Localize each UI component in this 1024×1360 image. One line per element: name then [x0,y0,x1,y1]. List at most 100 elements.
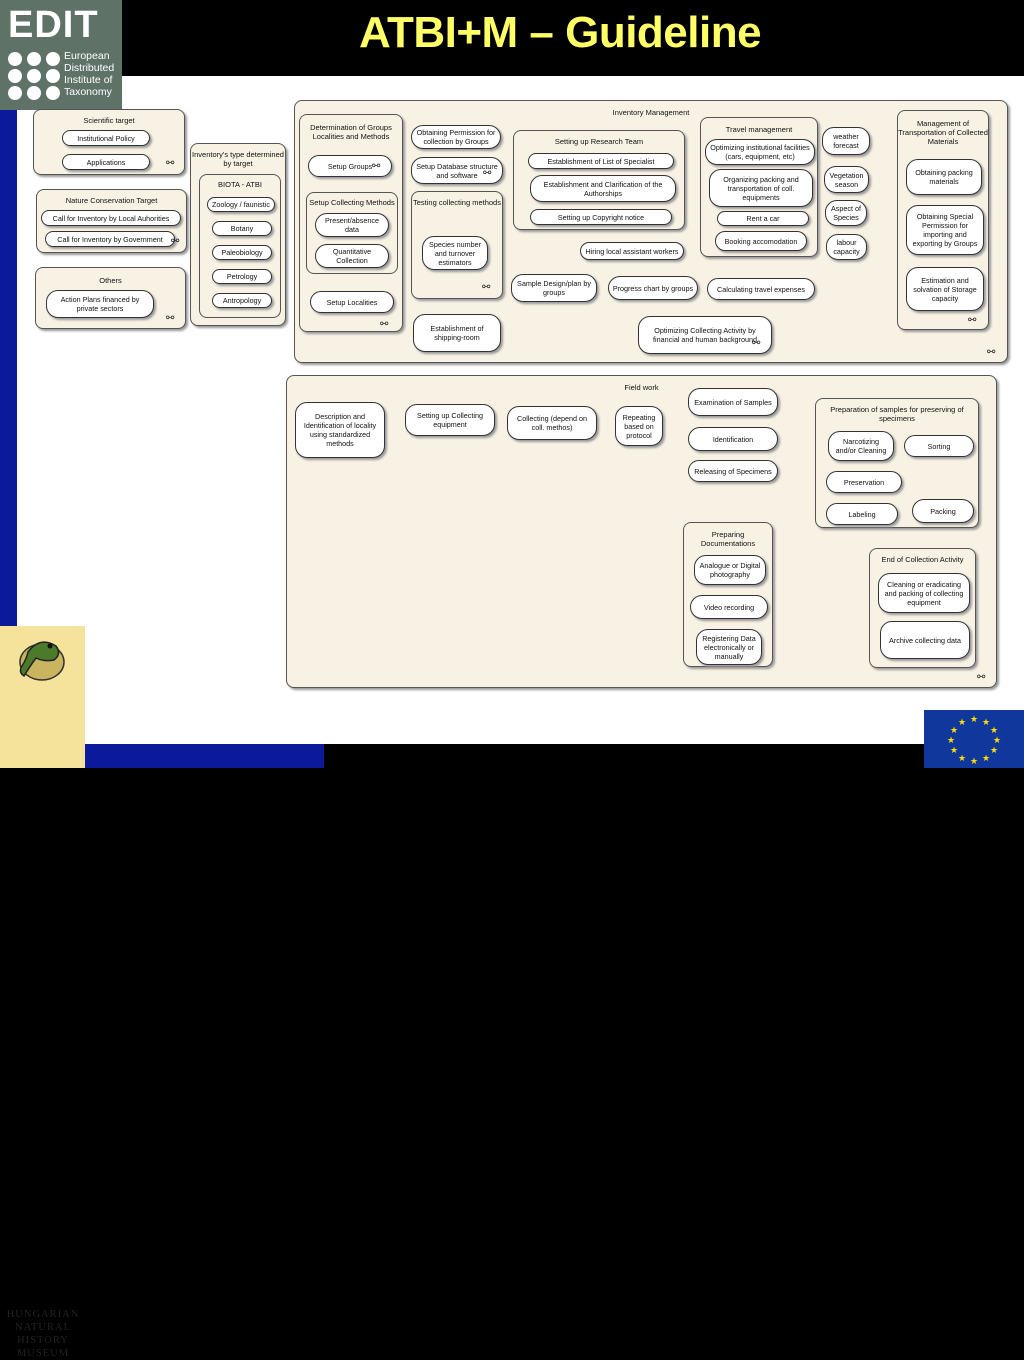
use-case-copyright-notice[interactable]: Setting up Copyright notice [530,209,672,225]
title-bar [0,0,1024,76]
use-case-registering-data[interactable]: Registering Data electronically or manua… [696,629,762,665]
use-case-antropology[interactable]: Antropology [212,293,272,308]
use-case-preservation[interactable]: Preservation [826,471,902,493]
package-determination-groups: Determination of Groups Localities and M… [299,114,403,332]
logo-dot [8,52,22,66]
use-case-photography[interactable]: Analogue or Digital photography [694,555,766,585]
use-case-institutional-policy[interactable]: Institutional Policy [62,130,150,146]
use-case-applications[interactable]: Applications [62,154,150,170]
edit-logo-word: EDIT [8,4,99,46]
use-case-paleobiology[interactable]: Paleobiology [212,245,272,260]
use-case-packing-materials[interactable]: Obtaining packing materials [906,159,982,195]
package-scientific-target: Scientific target Institutional Policy A… [33,109,185,175]
use-case-storage-capacity[interactable]: Estimation and solvation of Storage capa… [906,267,984,311]
use-case-labeling[interactable]: Labeling [826,503,898,525]
use-case-packing[interactable]: Packing [912,499,974,523]
use-case-cleaning-equipment[interactable]: Cleaning or eradicating and packing of c… [878,573,970,613]
package-preparation: Preparation of samples for preserving of… [815,398,979,528]
link-icon: ⚯ [380,319,389,330]
use-case-narcotizing[interactable]: Narcotizing and/or Cleaning [828,431,894,461]
use-case-optimizing-activity[interactable]: Optimizing Collecting Activity by financ… [638,316,772,354]
use-case-sorting[interactable]: Sorting [904,435,974,457]
package-inventory-type: Inventory's type determined by target BI… [190,143,286,326]
link-icon: ⚯ [171,236,180,247]
use-case-rent-car[interactable]: Rent a car [717,211,809,226]
museum-line: HUNGARIAN [6,1309,80,1320]
link-icon: ⚯ [968,315,977,326]
use-case-species-number[interactable]: Species number and turnover estimators [422,236,488,270]
package-title: Management of Transportation of Collecte… [898,119,988,146]
use-case-petrology[interactable]: Petrology [212,269,272,284]
package-title: Field work [624,383,659,392]
package-testing-methods: Testing collecting methods Species numbe… [411,191,503,299]
use-case-setup-localities[interactable]: Setup Localities [310,291,394,313]
use-case-archive-data[interactable]: Archive collecting data [880,621,970,659]
package-title: Scientific target [83,116,135,125]
use-case-setup-equipment[interactable]: Setting up Collecting equipment [405,404,495,436]
use-case-present-absence[interactable]: Present/absence data [315,213,389,237]
use-case-identification[interactable]: Identification [688,427,778,451]
use-case-list-of-specialist[interactable]: Establishment of List of Specialist [528,153,674,169]
museum-line: MUSEUM [16,1348,70,1359]
use-case-quantitative[interactable]: Quantitative Collection [315,244,389,268]
package-others: Others Action Plans financed by private … [35,267,186,329]
use-case-description-locality[interactable]: Description and Identification of locali… [295,402,385,458]
package-title: Setup Collecting Methods [309,198,395,207]
use-case-releasing[interactable]: Releasing of Specimens [688,460,778,482]
link-icon: ⚯ [166,158,175,169]
package-title: Preparing Documentations [700,530,756,548]
use-case-setup-groups[interactable]: Setup Groups [308,155,392,177]
edit-logo-line: European [64,50,110,62]
use-case-optimizing-facilities[interactable]: Optimizing institutional facilities (car… [705,139,815,165]
use-case-botany[interactable]: Botany [212,221,272,236]
package-travel-management: Travel management Optimizing institution… [700,117,818,257]
logo-dot [27,52,41,66]
use-case-booking[interactable]: Booking accomodation [715,231,807,251]
use-case-labour[interactable]: labour capacity [826,234,867,260]
use-case-shipping-room[interactable]: Establishment of shipping-room [413,314,501,352]
use-case-zoology[interactable]: Zoology / faunistic [207,197,275,212]
use-case-vegetation[interactable]: Vegetation season [824,166,869,193]
package-title: Nature Conservation Target [65,196,158,205]
use-case-hiring-workers[interactable]: Hiring local assistant workers [580,242,684,260]
museum-logo: HUNGARIAN NATURAL HISTORY MUSEUM [0,626,85,1359]
link-icon: ⚯ [752,338,761,349]
use-case-aspect-species[interactable]: Aspect of Species [825,200,867,226]
logo-dot [27,86,41,100]
use-case-progress-chart[interactable]: Progress chart by groups [608,276,698,300]
use-case-examination[interactable]: Examination of Samples [688,388,778,416]
use-case-special-permission[interactable]: Obtaining Special Permission for importi… [906,205,984,255]
link-icon: ⚯ [482,282,491,293]
eu-flag-icon: ★ ★ ★ ★ ★ ★ ★ ★ ★ ★ ★ ★ [924,710,1024,768]
page-title: ATBI+M – Guideline [358,8,762,57]
left-stripe [0,76,17,744]
use-case-call-government[interactable]: Call for Inventory by Government [45,231,175,247]
logo-dot [8,69,22,83]
package-title: Inventory Management [612,108,690,117]
use-case-weather[interactable]: weather forecast [822,127,870,155]
use-case-repeating[interactable]: Repeating based on protocol [615,406,663,446]
logo-dot [46,52,60,66]
use-case-action-plans[interactable]: Action Plans financed by private sectors [46,290,154,318]
use-case-authorships[interactable]: Establishment and Clarification of the A… [530,175,676,202]
museum-name: HUNGARIAN NATURAL HISTORY MUSEUM [2,1308,84,1360]
use-case-travel-expenses[interactable]: Calculating travel expenses [707,278,815,300]
package-title: Others [99,276,122,285]
package-title: Preparation of samples for preserving of… [830,405,964,423]
link-icon: ⚯ [483,168,492,179]
use-case-sample-design[interactable]: Sample Design/plan by groups [511,274,597,302]
use-case-setup-database[interactable]: Setup Database structure and software [411,157,503,184]
frog-icon [19,641,65,681]
package-transportation: Management of Transportation of Collecte… [897,110,989,330]
use-case-organizing-packing[interactable]: Organizing packing and transportation of… [709,169,813,207]
use-case-call-local-authorities[interactable]: Call for Inventory by Local Auhorities [41,210,181,226]
edit-logo-subtitle: European Distributed Institute of Taxono… [64,50,122,98]
logo-dot [8,86,22,100]
package-end-collection: End of Collection Activity Cleaning or e… [869,548,976,668]
use-case-video[interactable]: Video recording [690,595,768,619]
use-case-collecting[interactable]: Collecting (depend on coll. methos) [507,406,597,440]
package-title: Setting up Research Team [554,137,644,146]
use-case-obtaining-permission[interactable]: Obtaining Permission for collection by G… [411,125,501,149]
package-title: End of Collection Activity [881,555,964,564]
package-title: Travel management [725,125,793,134]
